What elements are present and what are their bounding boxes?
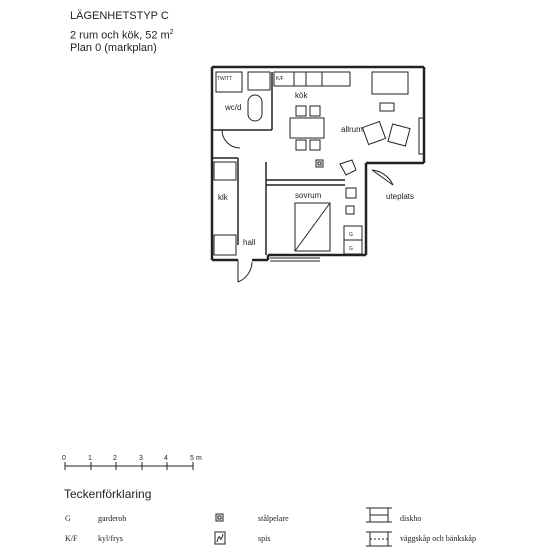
diskho-icon — [366, 507, 392, 523]
scale-tick-5: 5 — [190, 455, 194, 462]
fridge-label: K/F — [276, 76, 284, 82]
legend-label-vaggskap: väggskåp och bänkskåp — [400, 534, 476, 543]
scale-tick-2: 2 — [113, 455, 117, 462]
room-klk: klk — [218, 193, 229, 202]
floor-plan-level: Plan 0 (markplan) — [70, 42, 157, 54]
scale-tick-1: 1 — [88, 455, 92, 462]
wardrobe-2-label: G — [349, 246, 353, 252]
stalpelare-icon — [215, 513, 224, 522]
scale-tick-3: 3 — [139, 455, 143, 462]
window-right — [418, 117, 425, 155]
window-bottom — [270, 257, 320, 262]
room-kitchen: kök — [295, 91, 308, 100]
wardrobe-1 — [343, 225, 363, 241]
room-hall: hall — [243, 238, 256, 247]
room-wc: wc/d — [224, 103, 241, 112]
scale-unit: m — [196, 455, 202, 462]
legend-symbol-garderob: G — [65, 514, 71, 523]
scale-bar — [64, 462, 194, 470]
legend-title: Teckenförklaring — [64, 487, 152, 501]
hall-shelf — [213, 234, 237, 256]
klk-storage — [213, 161, 237, 181]
scale-tick-0: 0 — [62, 455, 66, 462]
toilet — [247, 94, 263, 122]
room-uteplats: uteplats — [386, 192, 414, 201]
spis-icon — [214, 531, 226, 545]
stalpelare-icon — [315, 159, 324, 168]
entrance-door — [237, 260, 253, 283]
dining-table — [289, 117, 325, 139]
armchair-2 — [387, 123, 411, 147]
legend-label-diskho: diskho — [400, 514, 422, 523]
wardrobe-2 — [343, 239, 363, 255]
interior-walls — [212, 72, 345, 255]
scale-tick-4: 4 — [164, 455, 168, 462]
legend-label-kylfrys: kyl/frys — [98, 534, 123, 543]
legend-label-stalpelare: stålpelare — [258, 514, 289, 523]
patio-door — [371, 169, 394, 186]
vaggskap-icon — [366, 531, 392, 547]
bed — [294, 202, 331, 252]
apartment-type-title: LÄGENHETSTYP C — [70, 10, 169, 22]
legend-symbol-kylfrys: K/F — [65, 534, 78, 543]
side-table — [339, 159, 357, 176]
wc-door — [221, 129, 241, 149]
area-sup: 2 — [169, 29, 174, 36]
area-text: 2 rum och kök, 52 m — [70, 29, 170, 42]
apartment-area: 2 rum och kök, 52 m2 — [70, 26, 174, 43]
legend-label-garderob: garderob — [98, 514, 127, 523]
sink-wc — [247, 71, 271, 91]
washer-dryer — [215, 71, 243, 93]
sofa — [371, 71, 409, 95]
desk-chair — [345, 187, 357, 199]
legend-label-spis: spis — [258, 534, 271, 543]
room-sovrum: sovrum — [295, 191, 322, 200]
armchair-1 — [361, 120, 387, 146]
washer-label: TW/TT — [217, 76, 232, 82]
wardrobe-1-label: G — [349, 232, 353, 238]
outer-walls — [210, 65, 426, 262]
coffee-table — [379, 102, 395, 112]
kitchen-counter — [273, 71, 351, 87]
room-allrum: allrum — [341, 125, 363, 134]
